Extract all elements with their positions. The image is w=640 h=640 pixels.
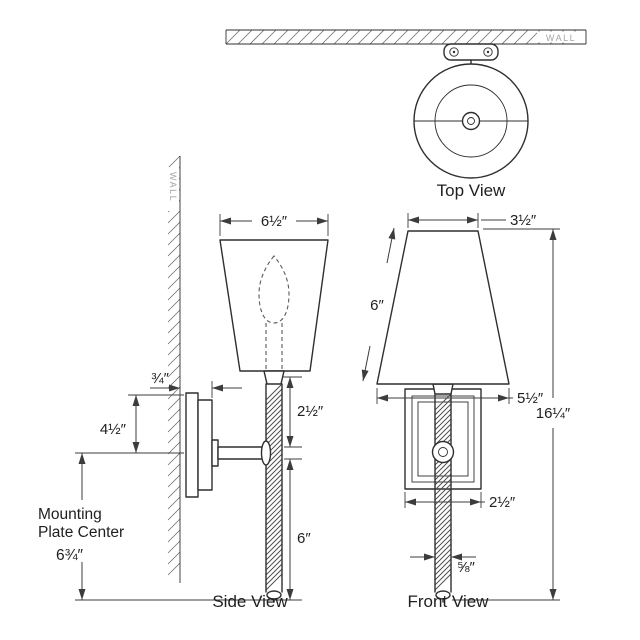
dim-front-backplate-width: 2½″ <box>404 492 516 511</box>
front-shade <box>376 230 510 385</box>
dim-front-shade-bottom-width: 5½″ <box>376 388 544 407</box>
dim-side-shade-to-arm-label: 2½″ <box>297 403 324 420</box>
side-candle-cup <box>263 370 285 385</box>
dim-side-mounting-height: Mounting Plate Center 6¾″ <box>38 453 302 601</box>
mounting-plate-center-line1: Mounting <box>38 506 102 523</box>
dim-front-stem-width-label: ⅝″ <box>457 559 476 576</box>
front-view: 3½″ 6″ 5½″ 16¼″ 2½″ <box>361 212 571 611</box>
front-arm-knob <box>431 440 455 464</box>
dim-side-arm-to-bottom: 6″ <box>284 458 311 600</box>
front-backplate <box>404 388 482 490</box>
side-arm-collar <box>260 440 272 466</box>
wall-section-side: WALL <box>167 155 181 583</box>
top-view-title: Top View <box>437 181 506 200</box>
dim-side-plate-to-arm-label: 4½″ <box>100 421 127 438</box>
dim-front-overall-height-label: 16¼″ <box>536 405 571 422</box>
top-finial <box>461 111 481 131</box>
top-canopy <box>443 43 499 65</box>
wall-label-backing <box>537 31 584 43</box>
dim-front-shade-top-width: 3½″ <box>407 212 537 229</box>
dim-side-plate-depth: ¾″ <box>150 370 242 398</box>
wall-top-label: WALL <box>546 33 576 43</box>
wall-hatch-top <box>225 29 577 45</box>
side-view-title: Side View <box>212 592 288 611</box>
wall-section-top: WALL <box>225 29 587 45</box>
dim-front-shade-top-width-label: 3½″ <box>510 212 537 229</box>
dim-front-backplate-width-label: 2½″ <box>489 494 516 511</box>
dim-side-shade-to-arm: 2½″ <box>283 376 324 448</box>
dim-front-shade-bottom-width-label: 5½″ <box>517 390 544 407</box>
dim-side-arm-to-bottom-label: 6″ <box>297 530 311 547</box>
dim-front-shade-height-label: 6″ <box>370 297 384 314</box>
front-candle-cup <box>432 383 454 395</box>
wall-side-label: WALL <box>168 172 178 202</box>
side-arm <box>217 446 267 460</box>
mounting-plate-center-line2: Plate Center <box>38 524 124 541</box>
side-shade <box>219 239 329 372</box>
dim-side-shade-width-label: 6½″ <box>261 213 288 230</box>
dim-side-plate-depth-label: ¾″ <box>151 370 170 387</box>
side-stem <box>260 383 283 603</box>
mounting-plate-center-value: 6¾″ <box>56 547 84 564</box>
top-view: WALL Top View <box>225 29 587 200</box>
dim-side-plate-to-arm: 4½″ <box>100 394 184 453</box>
side-view: WALL <box>38 155 329 611</box>
wall-label-backing-side <box>167 167 179 211</box>
top-shade <box>413 63 529 179</box>
dim-front-overall-height: 16¼″ <box>452 228 571 601</box>
dim-front-stem-width: ⅝″ <box>410 553 476 576</box>
dim-front-shade-height: 6″ <box>361 227 396 382</box>
side-stem-rope-texture <box>265 383 283 591</box>
wall-hatch-side <box>167 155 181 576</box>
dim-side-shade-width: 6½″ <box>219 213 329 236</box>
front-view-title: Front View <box>408 592 490 611</box>
side-backplate <box>185 392 219 498</box>
side-candle-bulb <box>258 255 290 369</box>
